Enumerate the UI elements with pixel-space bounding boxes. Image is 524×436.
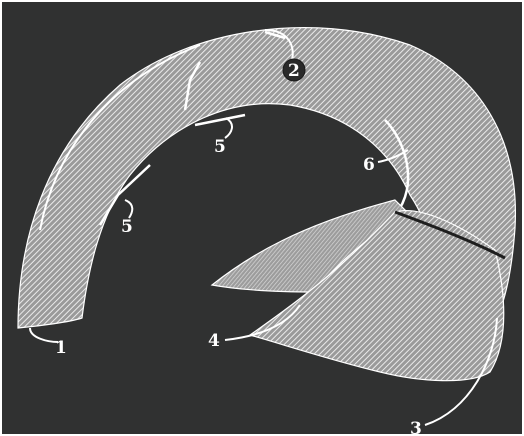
label-2: 2 [288,61,300,81]
label-1: 1 [55,338,67,358]
label-5-upper: 5 [214,137,226,157]
label-3: 3 [410,419,422,436]
label-5-lower: 5 [121,217,133,237]
label-4: 4 [208,331,220,351]
label-6: 6 [363,155,375,175]
